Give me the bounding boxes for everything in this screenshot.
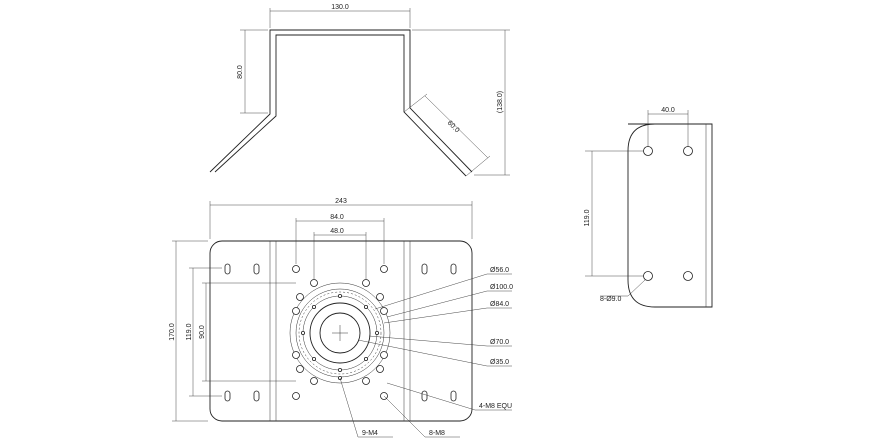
callout-m8: 8-M8 bbox=[429, 430, 445, 437]
overall-height-label: 170.0 bbox=[169, 323, 176, 341]
side-hole-label: 8-Ø9.0 bbox=[600, 296, 622, 303]
callout-m4: 9-M4 bbox=[362, 430, 378, 437]
callout-d35: Ø35.0 bbox=[490, 359, 509, 366]
callout-d56: Ø56.0 bbox=[490, 267, 509, 274]
side-height-label: 119.0 bbox=[584, 209, 591, 226]
side-view: 40.0 119.0 8-Ø9.0 bbox=[584, 107, 713, 308]
callout-d84: Ø84.0 bbox=[490, 301, 509, 308]
overall-width-label: 243 bbox=[335, 198, 347, 205]
side-hole-spacing-label: 40.0 bbox=[661, 107, 675, 114]
top-height-label: 80.0 bbox=[237, 65, 244, 79]
top-total-height-label: (138.0) bbox=[497, 91, 504, 113]
callout-m8-equ: 4-M8 EQU bbox=[479, 403, 512, 410]
top-slant-label: 60.0 bbox=[446, 120, 461, 135]
callout-d70: Ø70.0 bbox=[490, 339, 509, 346]
m8-holes bbox=[292, 265, 388, 400]
inner-height-label: 90.0 bbox=[199, 325, 206, 339]
inner-spacing-label: 84.0 bbox=[330, 214, 344, 221]
small-spacing-label: 48.0 bbox=[330, 228, 344, 235]
front-view: 243 84.0 48.0 170.0 119.0 90.0 Ø56.0 Ø10… bbox=[169, 198, 513, 438]
mid-height-label: 119.0 bbox=[186, 323, 193, 340]
top-width-label: 130.0 bbox=[331, 4, 349, 11]
wing-slots bbox=[224, 263, 457, 402]
callout-d100: Ø100.0 bbox=[490, 284, 513, 291]
m4-holes bbox=[300, 293, 379, 380]
top-view: 130.0 80.0 (138.0) 60.0 bbox=[209, 4, 510, 177]
plate-outline bbox=[209, 240, 473, 422]
